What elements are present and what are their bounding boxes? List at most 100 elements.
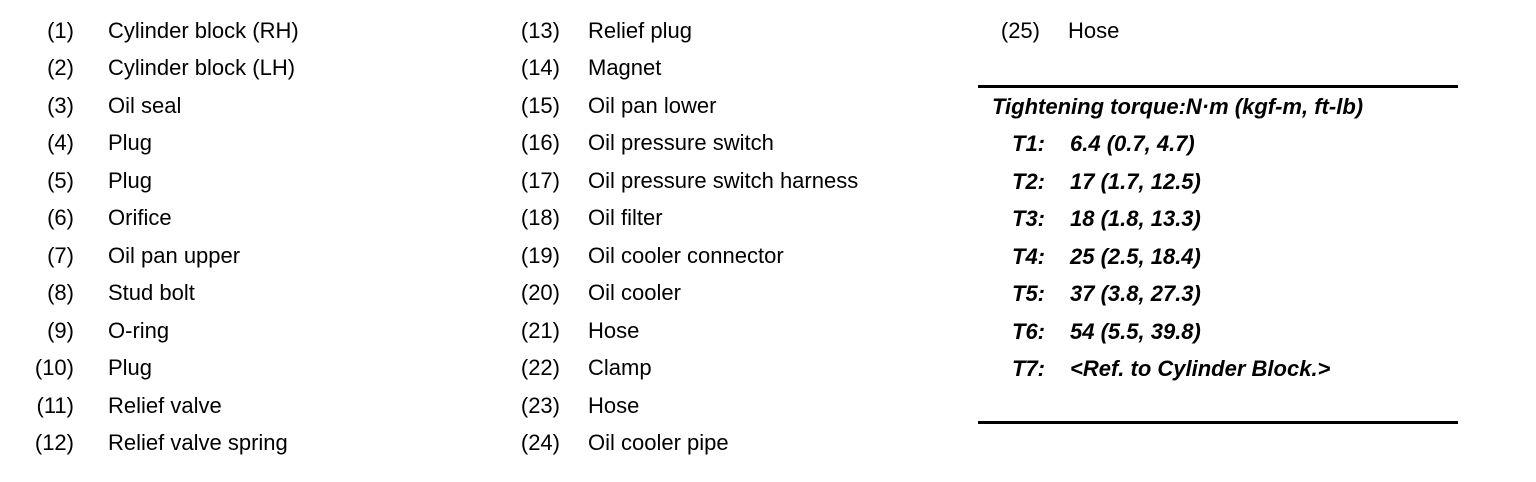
part-number: (15) bbox=[520, 92, 560, 118]
part-number: (24) bbox=[520, 430, 560, 456]
torque-row: T7: <Ref. to Cylinder Block.> bbox=[992, 351, 1363, 389]
list-item: (1) Cylinder block (RH) bbox=[30, 12, 299, 50]
divider-bottom bbox=[978, 421, 1458, 424]
part-number: (7) bbox=[47, 242, 74, 268]
parts-column-3: (25) Hose bbox=[990, 12, 1119, 50]
part-number: (1) bbox=[47, 17, 74, 43]
part-number: (10) bbox=[34, 355, 74, 381]
list-item: (19) Oil cooler connector bbox=[510, 237, 858, 275]
list-item: (17) Oil pressure switch harness bbox=[510, 162, 858, 200]
torque-value: 6.4 (0.7, 4.7) bbox=[1070, 131, 1195, 157]
part-label: Stud bolt bbox=[108, 280, 195, 306]
part-number: (8) bbox=[47, 280, 74, 306]
part-label: Oil pressure switch bbox=[588, 130, 774, 156]
parts-column-1: (1) Cylinder block (RH) (2) Cylinder block… bbox=[30, 12, 299, 462]
torque-code: T1: bbox=[1012, 131, 1045, 157]
part-number: (3) bbox=[47, 92, 74, 118]
part-number: (25) bbox=[1000, 17, 1040, 43]
list-item: (24) Oil cooler pipe bbox=[510, 425, 858, 463]
list-item: (10) Plug bbox=[30, 350, 299, 388]
torque-code: T5: bbox=[1012, 281, 1045, 307]
part-label: Hose bbox=[588, 392, 640, 418]
part-label: O-ring bbox=[108, 317, 170, 343]
torque-value: 54 (5.5, 39.8) bbox=[1070, 318, 1201, 344]
parts-column-2: (13) Relief plug (14) Magnet (15) Oil pan l… bbox=[510, 12, 858, 462]
divider-top bbox=[978, 85, 1458, 88]
part-label: Oil pressure switch harness bbox=[588, 167, 859, 193]
list-item: (13) Relief plug bbox=[510, 12, 858, 50]
torque-table: Tightening torque:N·m (kgf-m, ft-lb) T1:… bbox=[992, 88, 1363, 388]
part-number: (6) bbox=[47, 205, 74, 231]
part-label: Relief valve spring bbox=[108, 430, 288, 456]
torque-value: <Ref. to Cylinder Block.> bbox=[1070, 356, 1331, 382]
part-label: Relief valve bbox=[108, 392, 222, 418]
part-number: (2) bbox=[47, 55, 74, 81]
torque-value: 25 (2.5, 18.4) bbox=[1070, 243, 1201, 269]
torque-row: T6: 54 (5.5, 39.8) bbox=[992, 313, 1363, 351]
part-label: Oil filter bbox=[588, 205, 663, 231]
list-item: (7) Oil pan upper bbox=[30, 237, 299, 275]
list-item: (25) Hose bbox=[990, 12, 1119, 50]
torque-code: T3: bbox=[1012, 206, 1045, 232]
list-item: (11) Relief valve bbox=[30, 387, 299, 425]
torque-value: 18 (1.8, 13.3) bbox=[1070, 206, 1201, 232]
part-label: Oil pan lower bbox=[588, 92, 717, 118]
part-number: (23) bbox=[520, 392, 560, 418]
part-label: Oil pan upper bbox=[108, 242, 241, 268]
part-number: (17) bbox=[520, 167, 560, 193]
list-item: (12) Relief valve spring bbox=[30, 425, 299, 463]
torque-row: T2: 17 (1.7, 12.5) bbox=[992, 163, 1363, 201]
part-number: (9) bbox=[47, 317, 74, 343]
part-label: Oil cooler bbox=[588, 280, 681, 306]
part-label: Cylinder block (LH) bbox=[108, 55, 296, 81]
list-item: (8) Stud bolt bbox=[30, 275, 299, 313]
list-item: (6) Orifice bbox=[30, 200, 299, 238]
part-number: (11) bbox=[36, 392, 75, 418]
list-item: (3) Oil seal bbox=[30, 87, 299, 125]
part-number: (20) bbox=[520, 280, 560, 306]
part-label: Plug bbox=[108, 167, 153, 193]
part-label: Clamp bbox=[588, 355, 652, 381]
torque-row: T4: 25 (2.5, 18.4) bbox=[992, 238, 1363, 276]
part-number: (13) bbox=[520, 17, 560, 43]
part-label: Oil seal bbox=[108, 92, 182, 118]
part-label: Relief plug bbox=[588, 17, 692, 43]
torque-code: T6: bbox=[1012, 318, 1045, 344]
torque-row: T5: 37 (3.8, 27.3) bbox=[992, 276, 1363, 314]
part-label: Magnet bbox=[588, 55, 662, 81]
part-label: Hose bbox=[1068, 17, 1120, 43]
part-label: Orifice bbox=[108, 205, 172, 231]
part-label: Oil cooler pipe bbox=[588, 430, 729, 456]
part-label: Plug bbox=[108, 130, 153, 156]
part-number: (21) bbox=[520, 317, 560, 343]
list-item: (5) Plug bbox=[30, 162, 299, 200]
list-item: (18) Oil filter bbox=[510, 200, 858, 238]
part-number: (12) bbox=[34, 430, 74, 456]
list-item: (23) Hose bbox=[510, 387, 858, 425]
torque-row: T3: 18 (1.8, 13.3) bbox=[992, 201, 1363, 239]
list-item: (9) O-ring bbox=[30, 312, 299, 350]
torque-title: Tightening torque:N·m (kgf-m, ft-lb) bbox=[992, 93, 1364, 119]
part-number: (16) bbox=[520, 130, 560, 156]
list-item: (21) Hose bbox=[510, 312, 858, 350]
part-number: (4) bbox=[47, 130, 74, 156]
torque-code: T2: bbox=[1012, 168, 1045, 194]
part-label: Oil cooler connector bbox=[588, 242, 784, 268]
part-number: (19) bbox=[520, 242, 560, 268]
list-item: (20) Oil cooler bbox=[510, 275, 858, 313]
torque-value: 17 (1.7, 12.5) bbox=[1070, 168, 1201, 194]
torque-code: T7: bbox=[1012, 356, 1045, 382]
torque-code: T4: bbox=[1012, 243, 1045, 269]
torque-value: 37 (3.8, 27.3) bbox=[1070, 281, 1201, 307]
part-label: Hose bbox=[588, 317, 640, 343]
part-label: Cylinder block (RH) bbox=[108, 17, 299, 43]
list-item: (14) Magnet bbox=[510, 50, 858, 88]
list-item: (22)Clamp bbox=[510, 350, 858, 388]
part-number: (18) bbox=[520, 205, 560, 231]
part-label: Plug bbox=[108, 355, 153, 381]
list-item: (16) Oil pressure switch bbox=[510, 125, 858, 163]
list-item: (4) Plug bbox=[30, 125, 299, 163]
part-number: (14) bbox=[520, 55, 560, 81]
part-number: (5) bbox=[47, 167, 74, 193]
torque-row: T1: 6.4 (0.7, 4.7) bbox=[992, 126, 1363, 164]
